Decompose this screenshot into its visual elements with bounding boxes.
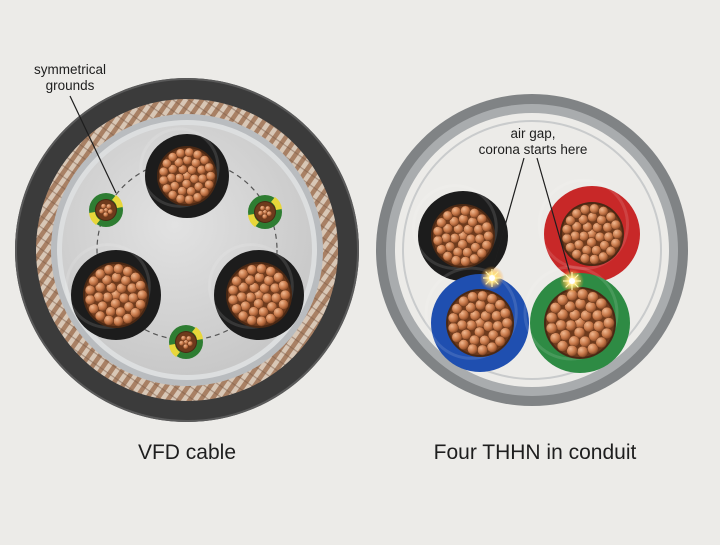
annotation-line-2: grounds	[45, 78, 95, 93]
vfd-cable-caption: VFD cable	[137, 441, 237, 464]
phase-conductor-left	[65, 243, 161, 340]
annotation-line-1: air gap,	[510, 126, 556, 141]
copper-strands	[158, 147, 216, 205]
outer-jacket-highlight	[15, 78, 359, 422]
air-gap-annotation: air gap, corona starts here	[460, 126, 606, 158]
thhn-conductor-red	[537, 178, 640, 282]
vfd-cable-cross-section	[15, 78, 359, 422]
conduit-inner-ring	[402, 120, 662, 380]
annotation-leader-line	[69, 95, 117, 194]
conduit-cross-section	[376, 94, 688, 406]
corona-spark-1	[480, 266, 504, 290]
thhn-conductor-blue	[424, 266, 529, 372]
copper-strands	[447, 290, 513, 356]
thhn-conductors	[412, 178, 640, 373]
copper-strands	[255, 202, 275, 222]
thhn-conduit-caption: Four THHN in conduit	[433, 441, 637, 464]
thhn-conductor-green	[523, 265, 630, 373]
copper-strands	[561, 203, 623, 265]
phase-conductor-right	[208, 243, 304, 340]
copper-strands	[96, 200, 116, 220]
corona-sparks	[480, 266, 584, 293]
copper-strands	[432, 205, 494, 267]
vfd-conductors	[65, 127, 304, 359]
annotation-line-1: symmetrical	[33, 62, 106, 77]
ground-conductor-bottom	[169, 325, 203, 359]
copper-strands	[227, 263, 291, 327]
thhn-conductor-black	[412, 184, 508, 281]
symmetrical-grounds-annotation: symmetrical grounds	[20, 62, 120, 94]
copper-strands	[545, 288, 615, 358]
ground-conductor-upper-left	[89, 193, 123, 227]
copper-strands	[176, 332, 196, 352]
corona-spark-2	[560, 269, 584, 293]
annotation-leader-line-2	[536, 157, 572, 278]
copper-strands	[84, 263, 148, 327]
annotation-line-2: corona starts here	[478, 142, 588, 157]
ground-conductor-upper-right	[248, 195, 282, 229]
annotation-leader-line-1	[491, 157, 525, 273]
phase-conductor-top	[139, 127, 229, 218]
